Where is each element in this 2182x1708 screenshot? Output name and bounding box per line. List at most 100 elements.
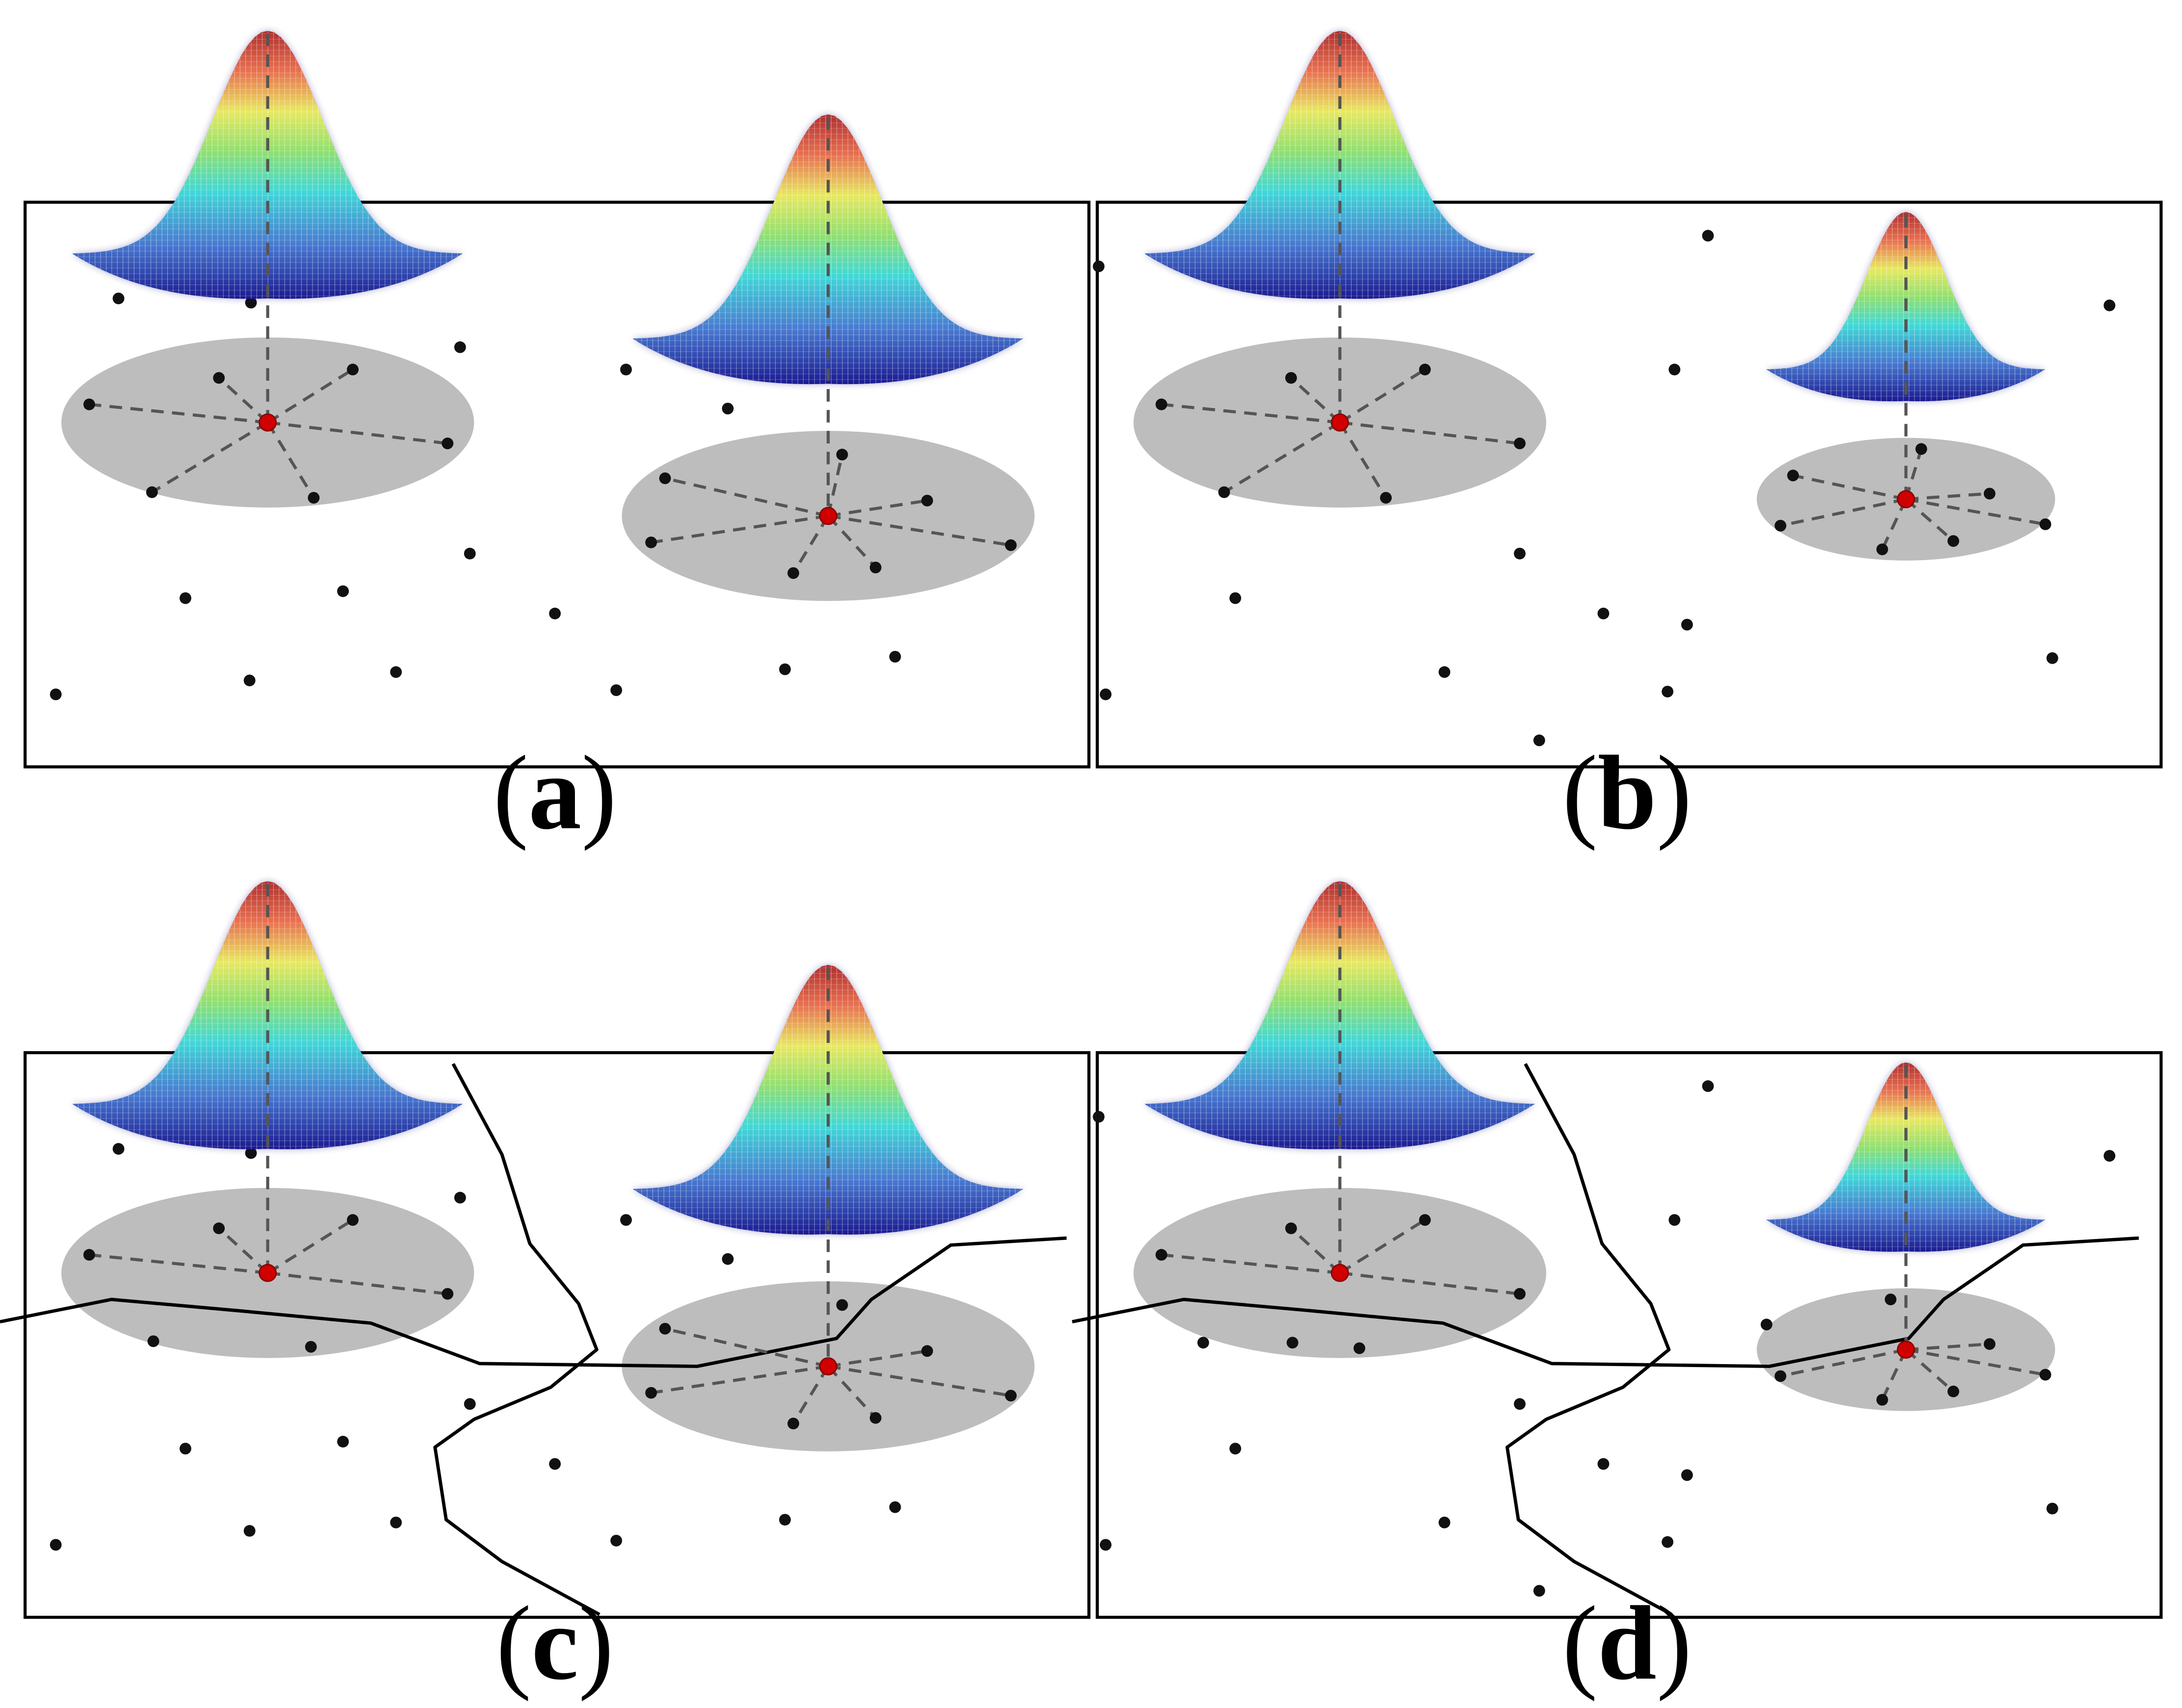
sample-point — [50, 688, 62, 700]
neighbour-link — [267, 1271, 448, 1295]
neighbour-point — [1983, 1338, 1996, 1350]
kernel-center — [259, 413, 277, 432]
neighbour-link — [828, 514, 1012, 547]
neighbour-point — [308, 492, 320, 504]
neighbour-link — [792, 1365, 830, 1424]
neighbour-link — [218, 377, 269, 424]
sample-point — [779, 1514, 791, 1526]
neighbour-point — [921, 1345, 933, 1357]
sample-point — [180, 592, 191, 604]
neighbour-link — [218, 1227, 269, 1274]
sample-point — [1702, 1080, 1714, 1092]
neighbour-point — [1285, 372, 1297, 384]
neighbour-link — [650, 514, 829, 544]
sample-point — [610, 1534, 623, 1547]
sample-point — [2104, 1150, 2116, 1162]
neighbour-link — [1881, 1349, 1908, 1401]
sample-point — [1092, 1111, 1105, 1123]
sample-point — [2104, 299, 2116, 311]
neighbour-point — [1876, 543, 1888, 555]
sample-point — [245, 1147, 257, 1159]
sample-point — [1197, 1337, 1209, 1349]
sample-point — [243, 1525, 256, 1537]
sample-point — [549, 1458, 561, 1470]
sample-point — [1885, 1294, 1896, 1306]
neighbour-link — [665, 476, 829, 518]
neighbour-point — [1005, 1390, 1017, 1402]
neighbour-link — [267, 1218, 354, 1274]
neighbour-link — [665, 1327, 829, 1368]
neighbour-link — [1339, 1271, 1520, 1295]
sample-point — [50, 1539, 62, 1551]
neighbour-point — [1514, 1288, 1526, 1300]
kernel-center — [819, 507, 837, 525]
neighbour-link — [89, 403, 268, 424]
neighbour-link — [828, 499, 928, 518]
neighbour-link — [1906, 492, 1990, 501]
region-boundary — [1505, 1063, 1673, 1616]
sample-point — [1662, 1536, 1674, 1548]
sample-point — [390, 1516, 402, 1528]
sample-point — [889, 1501, 901, 1513]
neighbour-link — [1161, 403, 1340, 424]
sample-point — [549, 607, 561, 620]
sample-point — [305, 1341, 317, 1353]
neighbour-point — [2039, 518, 2052, 530]
neighbour-link — [828, 1365, 1012, 1397]
sample-point — [2046, 1502, 2058, 1515]
neighbour-point — [1947, 1385, 1959, 1397]
neighbour-point — [787, 1418, 800, 1429]
sample-point — [180, 1443, 191, 1455]
neighbour-link — [1339, 1218, 1426, 1274]
sample-point — [1286, 1337, 1299, 1349]
kernel-center — [259, 1264, 277, 1282]
neighbour-point — [1947, 535, 1959, 547]
neighbour-point — [83, 398, 95, 411]
neighbour-link — [267, 421, 448, 445]
neighbour-point — [1876, 1394, 1888, 1406]
neighbour-link — [1290, 1227, 1341, 1274]
sample-point — [1681, 619, 1693, 631]
neighbour-point — [83, 1249, 95, 1261]
neighbour-link — [1290, 377, 1341, 424]
neighbour-point — [1218, 486, 1230, 498]
sample-point — [836, 1299, 848, 1311]
neighbour-point — [213, 372, 225, 384]
sample-point — [1438, 1516, 1451, 1528]
sample-point — [2046, 652, 2058, 664]
sample-point — [1438, 666, 1451, 678]
neighbour-point — [1983, 488, 1996, 500]
sample-point — [779, 663, 791, 675]
neighbour-link — [1161, 1253, 1340, 1275]
caption-a: (a) — [493, 734, 617, 851]
sample-point — [1514, 1398, 1526, 1410]
neighbour-point — [146, 486, 158, 498]
sample-point — [243, 674, 256, 687]
neighbour-point — [1787, 469, 1799, 482]
sample-point — [464, 547, 476, 560]
sample-point — [1099, 1539, 1112, 1551]
caption-b: (b) — [1562, 734, 1692, 851]
neighbour-link — [266, 421, 315, 499]
sample-point — [454, 1191, 466, 1204]
neighbour-point — [1774, 519, 1787, 532]
sample-point — [610, 684, 623, 696]
neighbour-point — [869, 1412, 882, 1424]
neighbour-link — [1792, 474, 1906, 501]
sample-point — [1533, 734, 1545, 747]
neighbour-point — [645, 536, 657, 548]
sample-point — [1229, 1443, 1242, 1455]
sample-point — [620, 1214, 632, 1226]
sample-point — [390, 666, 402, 678]
sample-point — [722, 1253, 734, 1265]
sample-point — [722, 402, 734, 414]
sample-point — [1662, 685, 1674, 698]
neighbour-point — [1380, 492, 1392, 504]
kernel-center — [819, 1357, 837, 1375]
kernel-center — [1330, 413, 1349, 432]
neighbour-link — [1339, 421, 1520, 445]
neighbour-link — [827, 515, 877, 569]
sample-point — [1597, 607, 1610, 620]
caption-c: (c) — [496, 1584, 614, 1702]
